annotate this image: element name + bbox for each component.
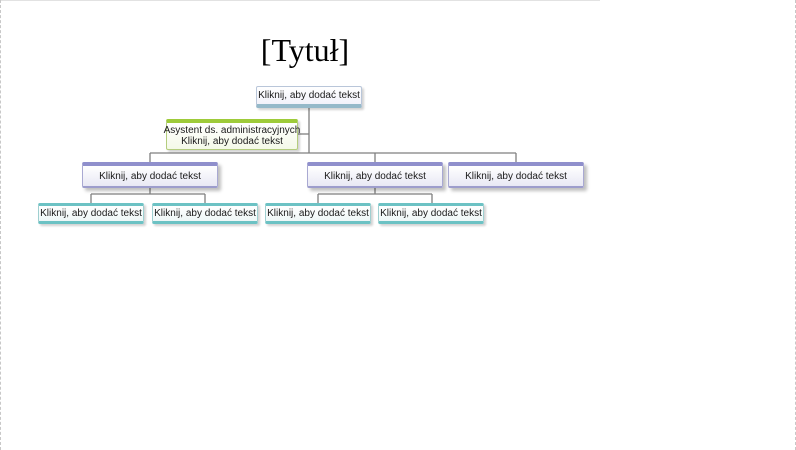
slide-left-edge — [0, 0, 1, 450]
org-manager-text-3: Kliknij, aby dodać tekst — [465, 170, 567, 182]
slide-top-edge — [0, 0, 600, 1]
org-subordinate-box-2[interactable]: Kliknij, aby dodać tekst — [152, 203, 258, 224]
org-assistant-role: Asystent ds. administracyjnych — [163, 125, 301, 136]
org-subordinate-text-2: Kliknij, aby dodać tekst — [154, 208, 256, 219]
org-root-text: Kliknij, aby dodać tekst — [258, 90, 360, 101]
org-manager-box-3[interactable]: Kliknij, aby dodać tekst — [448, 162, 584, 188]
org-manager-box-1[interactable]: Kliknij, aby dodać tekst — [82, 162, 218, 188]
slide-title[interactable]: [Tytuł] — [260, 32, 350, 68]
org-manager-box-2[interactable]: Kliknij, aby dodać tekst — [307, 162, 443, 188]
org-subordinate-text-4: Kliknij, aby dodać tekst — [380, 208, 482, 219]
org-assistant-box[interactable]: Asystent ds. administracyjnych Kliknij, … — [163, 119, 301, 150]
org-subordinate-box-1[interactable]: Kliknij, aby dodać tekst — [38, 203, 144, 224]
org-subordinate-text-3: Kliknij, aby dodać tekst — [267, 208, 369, 219]
org-assistant-text: Kliknij, aby dodać tekst — [181, 136, 283, 147]
org-subordinate-box-3[interactable]: Kliknij, aby dodać tekst — [265, 203, 371, 224]
org-manager-text-1: Kliknij, aby dodać tekst — [99, 170, 201, 182]
org-subordinate-text-1: Kliknij, aby dodać tekst — [40, 208, 142, 219]
org-manager-text-2: Kliknij, aby dodać tekst — [324, 170, 426, 182]
org-subordinate-box-4[interactable]: Kliknij, aby dodać tekst — [378, 203, 484, 224]
org-root-box[interactable]: Kliknij, aby dodać tekst — [256, 86, 362, 108]
